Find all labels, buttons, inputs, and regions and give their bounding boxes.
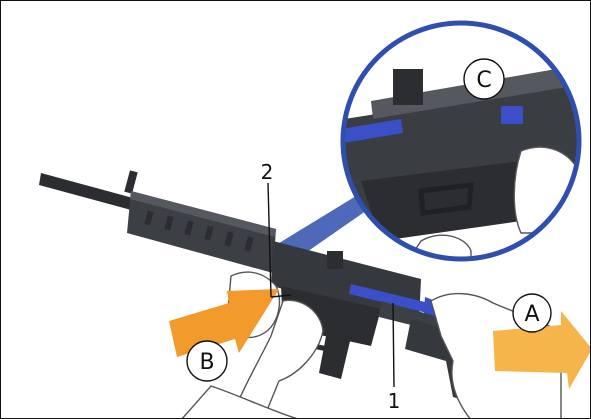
callout-a: A <box>512 293 552 333</box>
rifle-handguard <box>127 191 276 273</box>
handguard-slots <box>144 210 254 252</box>
rifle-barrel <box>39 173 133 210</box>
arrow-b <box>169 289 279 357</box>
part-number-2: 2 <box>261 160 274 184</box>
arrow-right-icon <box>169 289 279 357</box>
detail-leader <box>266 193 373 263</box>
callout-c: C <box>463 58 505 100</box>
detail-rear-sight <box>393 69 423 105</box>
leader-line-2-tick <box>270 294 292 298</box>
leader-line-2 <box>267 182 272 298</box>
callout-b-label: B <box>199 350 214 375</box>
arm-left <box>181 385 298 418</box>
detail-trigger-guard <box>418 182 474 216</box>
detail-charging-handle <box>343 119 403 143</box>
lower-hand <box>230 299 324 418</box>
callout-b: B <box>186 340 228 382</box>
detail-lower-hand <box>399 234 472 259</box>
callout-c-label: C <box>476 68 491 93</box>
front-sight <box>124 170 138 194</box>
rifle <box>39 170 491 405</box>
pistol-grip <box>319 331 351 379</box>
arrow-right-icon <box>493 311 590 389</box>
detail-charging-latch <box>501 106 523 124</box>
arrow-a <box>493 311 590 389</box>
detail-view <box>340 20 582 262</box>
detail-lower-receiver <box>361 161 521 241</box>
part-number-1: 1 <box>388 389 401 413</box>
rear-sight <box>327 251 343 269</box>
charging-handle <box>349 284 429 313</box>
handguard-rail <box>130 191 276 237</box>
callout-a-label: A <box>524 302 539 327</box>
leader-line-1 <box>392 302 395 388</box>
detail-circle-border <box>340 20 582 262</box>
